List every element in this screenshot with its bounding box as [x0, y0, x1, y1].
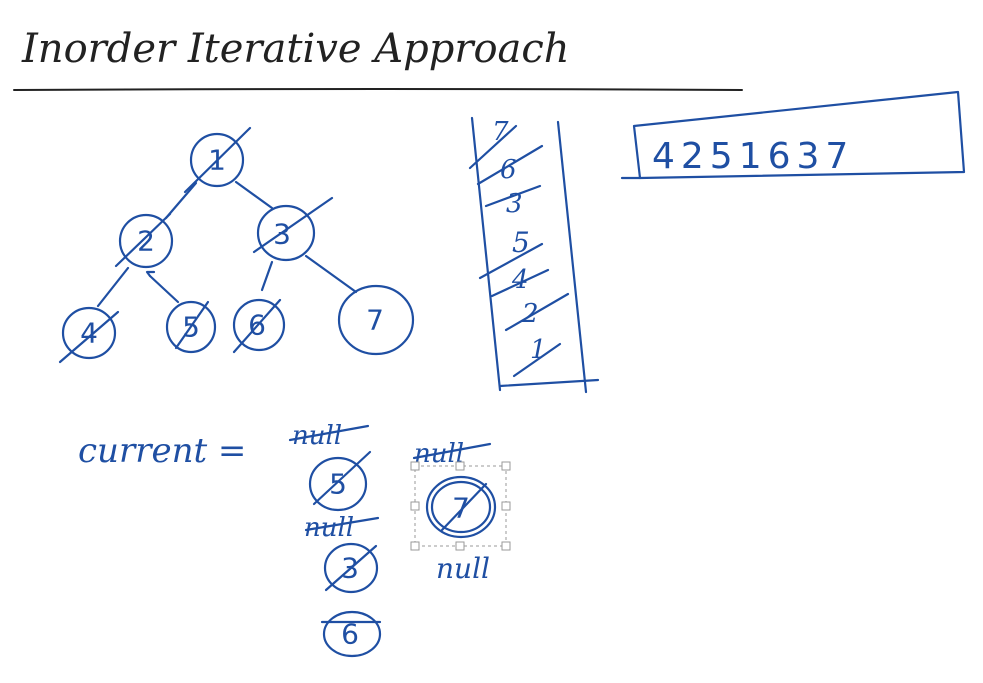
tree-node-6: 6	[232, 298, 286, 354]
strike-icon	[468, 124, 518, 170]
strike-icon	[312, 450, 372, 506]
stack-item: 6	[476, 144, 544, 186]
strike-icon	[174, 300, 210, 350]
trace-node-5: 5	[308, 450, 372, 512]
resize-handle[interactable]	[501, 541, 511, 551]
tree-node-4: 4	[58, 306, 120, 364]
stack-item: 2	[504, 292, 570, 332]
stack-left-wall	[470, 116, 502, 392]
strike-icon	[304, 516, 380, 532]
trace-null: null	[412, 439, 492, 469]
resize-handle[interactable]	[455, 461, 465, 471]
edge-2-4	[96, 266, 130, 308]
tree-node-3: 3	[252, 196, 334, 262]
stack: 7 6 3 5 4 2 1	[468, 116, 600, 394]
strike-icon	[512, 342, 562, 378]
svg-text:7: 7	[492, 117, 509, 147]
strike-icon	[484, 184, 542, 208]
stack-item: 1	[512, 335, 562, 378]
trace-null: null	[304, 513, 380, 543]
svg-text:5: 5	[329, 468, 347, 501]
svg-text:7: 7	[452, 492, 470, 525]
strike-icon	[232, 298, 282, 354]
svg-text:1: 1	[530, 335, 547, 365]
stack-item: 3	[484, 184, 542, 219]
strike-icon	[504, 292, 570, 332]
edge-1-3	[234, 180, 274, 210]
edge-1-2	[164, 181, 198, 220]
resize-handle[interactable]	[410, 501, 420, 511]
tree-node-5: 5	[165, 300, 217, 354]
strike-icon	[324, 544, 378, 592]
stack-right-wall	[556, 120, 588, 394]
strike-icon	[58, 310, 120, 364]
title-group: Inorder Iterative Approach	[13, 26, 743, 91]
output-box: 4251637	[620, 90, 966, 180]
strike-icon	[490, 268, 550, 298]
resize-handle[interactable]	[455, 541, 465, 551]
svg-text:5: 5	[512, 226, 530, 259]
resize-handle[interactable]	[410, 541, 420, 551]
tree-node-7: 7	[337, 284, 415, 356]
edge-2-5	[148, 274, 180, 304]
svg-text:2: 2	[521, 299, 539, 329]
tree-edges	[96, 180, 358, 308]
stack-item: 4	[490, 265, 550, 298]
tree-node-1: 1	[183, 126, 252, 194]
trace-node-6: 6	[320, 610, 382, 658]
tree-node-label: 3	[273, 218, 291, 251]
stack-item: 7	[468, 117, 518, 170]
edge-3-7	[304, 254, 358, 294]
edge-arrow-5-2	[145, 270, 156, 278]
strike-icon	[252, 196, 334, 254]
page-title: Inorder Iterative Approach	[21, 26, 570, 72]
resize-handle[interactable]	[501, 461, 511, 471]
svg-text:6: 6	[341, 618, 359, 651]
stack-item: 5	[478, 226, 544, 280]
trace-node-7: 7	[410, 461, 511, 551]
tree-node-label: 2	[137, 225, 155, 258]
title-underline	[13, 88, 743, 91]
strike-icon	[288, 424, 370, 442]
strike-icon	[114, 212, 172, 268]
tree-node-2: 2	[114, 212, 174, 269]
strike-icon	[440, 482, 488, 532]
strike-icon	[183, 126, 252, 194]
trace-null: null	[436, 552, 490, 585]
trace-node-3: 3	[323, 542, 379, 594]
edge-3-6	[260, 260, 274, 292]
current-label: current =	[78, 431, 246, 471]
resize-handle[interactable]	[410, 461, 420, 471]
tree-node-label: 7	[366, 304, 384, 337]
strike-icon	[412, 442, 492, 460]
stack-bottom	[498, 378, 600, 388]
current-trace: current = null 5 null 3 6 null	[78, 421, 511, 658]
tree-nodes: 1 2 3 4 5 6 7	[58, 126, 415, 364]
output-sequence: 4251637	[652, 136, 854, 177]
svg-text:null: null	[436, 552, 490, 585]
trace-null: null	[288, 421, 370, 451]
strike-icon	[476, 144, 544, 186]
svg-text:4: 4	[511, 265, 529, 295]
resize-handle[interactable]	[501, 501, 511, 511]
strike-icon	[478, 242, 544, 280]
output-border	[632, 90, 966, 180]
